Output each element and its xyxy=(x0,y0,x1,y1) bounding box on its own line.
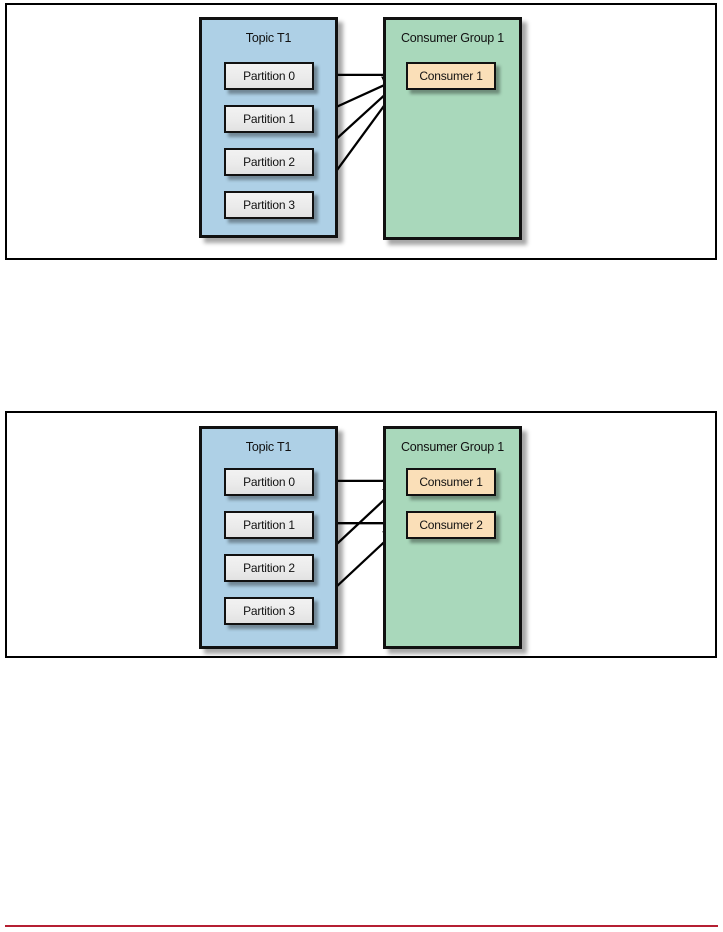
partition-label: Partition 1 xyxy=(243,112,295,126)
partition-label: Partition 0 xyxy=(243,69,295,83)
partition-box-3[interactable]: Partition 3 xyxy=(224,191,314,219)
partition-box-0[interactable]: Partition 0 xyxy=(224,468,314,496)
partition-label: Partition 1 xyxy=(243,518,295,532)
consumer-box-2[interactable]: Consumer 2 xyxy=(406,511,496,539)
partition-label: Partition 0 xyxy=(243,475,295,489)
consumer-group-container: Consumer Group 1 xyxy=(383,17,522,240)
partition-box-1[interactable]: Partition 1 xyxy=(224,105,314,133)
consumer-group-title: Consumer Group 1 xyxy=(400,31,505,45)
partition-label: Partition 3 xyxy=(243,198,295,212)
footer-rule xyxy=(5,925,718,927)
consumer-label: Consumer 1 xyxy=(419,475,483,489)
partition-box-2[interactable]: Partition 2 xyxy=(224,554,314,582)
figure-2-frame: Topic T1 Partition 0 Partition 1 Partiti… xyxy=(5,411,717,658)
partition-label: Partition 3 xyxy=(243,604,295,618)
consumer-box-1[interactable]: Consumer 1 xyxy=(406,62,496,90)
figure-2-arrows-layer xyxy=(313,471,404,609)
partition-box-0[interactable]: Partition 0 xyxy=(224,62,314,90)
consumer-box-1[interactable]: Consumer 1 xyxy=(406,468,496,496)
partition-box-3[interactable]: Partition 3 xyxy=(224,597,314,625)
consumer-label: Consumer 1 xyxy=(419,69,483,83)
partition-label: Partition 2 xyxy=(243,561,295,575)
figure-1-arrows-layer xyxy=(312,65,404,203)
topic-title: Topic T1 xyxy=(245,31,292,45)
partition-label: Partition 2 xyxy=(243,155,295,169)
partition-box-2[interactable]: Partition 2 xyxy=(224,148,314,176)
partition-box-1[interactable]: Partition 1 xyxy=(224,511,314,539)
figure-1-frame: Topic T1 Partition 0 Partition 1 Partiti… xyxy=(5,3,717,260)
consumer-label: Consumer 2 xyxy=(419,518,483,532)
consumer-group-title: Consumer Group 1 xyxy=(400,440,505,454)
topic-title: Topic T1 xyxy=(245,440,292,454)
